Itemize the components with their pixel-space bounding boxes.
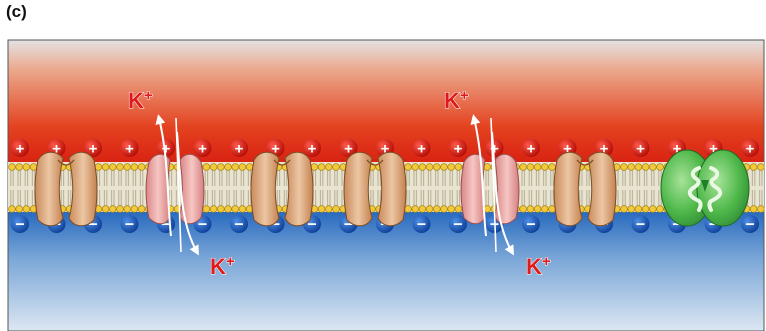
lipid-head	[131, 206, 138, 213]
lipid-head	[419, 206, 426, 213]
negative-charge-sign: −	[453, 217, 462, 234]
lipid-head	[109, 206, 116, 213]
lipid-head	[549, 164, 556, 171]
positive-charge-sign: +	[125, 141, 134, 158]
negative-charge-sign: −	[636, 217, 645, 234]
lipid-head	[649, 206, 656, 213]
lipid-head	[239, 164, 246, 171]
lipid-head	[210, 164, 217, 171]
lipid-head	[203, 206, 210, 213]
lipid-head	[131, 164, 138, 171]
lipid-head	[527, 164, 534, 171]
lipid-head	[225, 206, 232, 213]
lipid-head	[333, 206, 340, 213]
lipid-head	[635, 164, 642, 171]
lipid-head	[318, 206, 325, 213]
lipid-head	[16, 206, 23, 213]
lipid-head	[433, 164, 440, 171]
lipid-head	[635, 206, 642, 213]
lipid-head	[16, 164, 23, 171]
lipid-head	[318, 164, 325, 171]
lipid-head	[419, 164, 426, 171]
lipid-head	[124, 164, 131, 171]
lipid-head	[750, 164, 757, 171]
negative-charge-sign: −	[15, 217, 24, 234]
positive-charge-sign: +	[198, 141, 207, 158]
lipid-head	[102, 164, 109, 171]
lipid-head	[203, 164, 210, 171]
sodium-potassium-pump-icon	[661, 150, 749, 226]
negative-charge-sign: −	[125, 217, 134, 234]
lipid-head	[642, 206, 649, 213]
lipid-head	[520, 164, 527, 171]
lipid-head	[117, 164, 124, 171]
lipid-head	[750, 206, 757, 213]
lipid-head	[225, 164, 232, 171]
lipid-head	[138, 164, 145, 171]
positive-charge-sign: +	[235, 141, 244, 158]
lipid-head	[541, 164, 548, 171]
lipid-head	[9, 206, 16, 213]
lipid-head	[325, 164, 332, 171]
lipid-head	[649, 164, 656, 171]
lipid-head	[455, 206, 462, 213]
lipid-head	[448, 206, 455, 213]
lipid-head	[757, 164, 764, 171]
lipid-head	[441, 164, 448, 171]
lipid-head	[412, 206, 419, 213]
lipid-head	[541, 206, 548, 213]
positive-charge-sign: +	[527, 141, 536, 158]
lipid-head	[210, 206, 217, 213]
lipid-head	[217, 206, 224, 213]
lipid-head	[621, 164, 628, 171]
positive-charge-sign: +	[308, 141, 317, 158]
lipid-head	[448, 164, 455, 171]
lipid-head	[426, 206, 433, 213]
lipid-head	[433, 206, 440, 213]
lipid-head	[757, 206, 764, 213]
lipid-head	[426, 164, 433, 171]
negative-charge-sign: −	[526, 217, 535, 234]
lipid-head	[628, 206, 635, 213]
positive-charge-sign: +	[746, 141, 755, 158]
lipid-head	[520, 206, 527, 213]
lipid-head	[657, 164, 664, 171]
lipid-head	[405, 206, 412, 213]
negative-charge-sign: −	[234, 217, 243, 234]
lipid-head	[534, 206, 541, 213]
lipid-head	[549, 206, 556, 213]
lipid-head	[23, 206, 30, 213]
positive-charge-sign: +	[16, 141, 25, 158]
lipid-head	[333, 164, 340, 171]
positive-charge-sign: +	[454, 141, 463, 158]
lipid-head	[23, 164, 30, 171]
lipid-head	[412, 164, 419, 171]
lipid-head	[232, 164, 239, 171]
lipid-head	[657, 206, 664, 213]
negative-charge-sign: −	[745, 217, 754, 234]
lipid-head	[239, 206, 246, 213]
lipid-head	[232, 206, 239, 213]
lipid-head	[117, 206, 124, 213]
positive-charge-sign: +	[636, 141, 645, 158]
lipid-head	[405, 164, 412, 171]
lipid-head	[9, 164, 16, 171]
lipid-head	[534, 164, 541, 171]
negative-charge-sign: −	[417, 217, 426, 234]
lipid-head	[102, 206, 109, 213]
lipid-head	[455, 164, 462, 171]
lipid-head	[109, 164, 116, 171]
lipid-head	[124, 206, 131, 213]
lipid-head	[217, 164, 224, 171]
lipid-head	[621, 206, 628, 213]
positive-charge-sign: +	[417, 141, 426, 158]
lipid-head	[138, 206, 145, 213]
lipid-head	[527, 206, 534, 213]
lipid-head	[325, 206, 332, 213]
lipid-head	[441, 206, 448, 213]
lipid-head	[642, 164, 649, 171]
lipid-head	[628, 164, 635, 171]
